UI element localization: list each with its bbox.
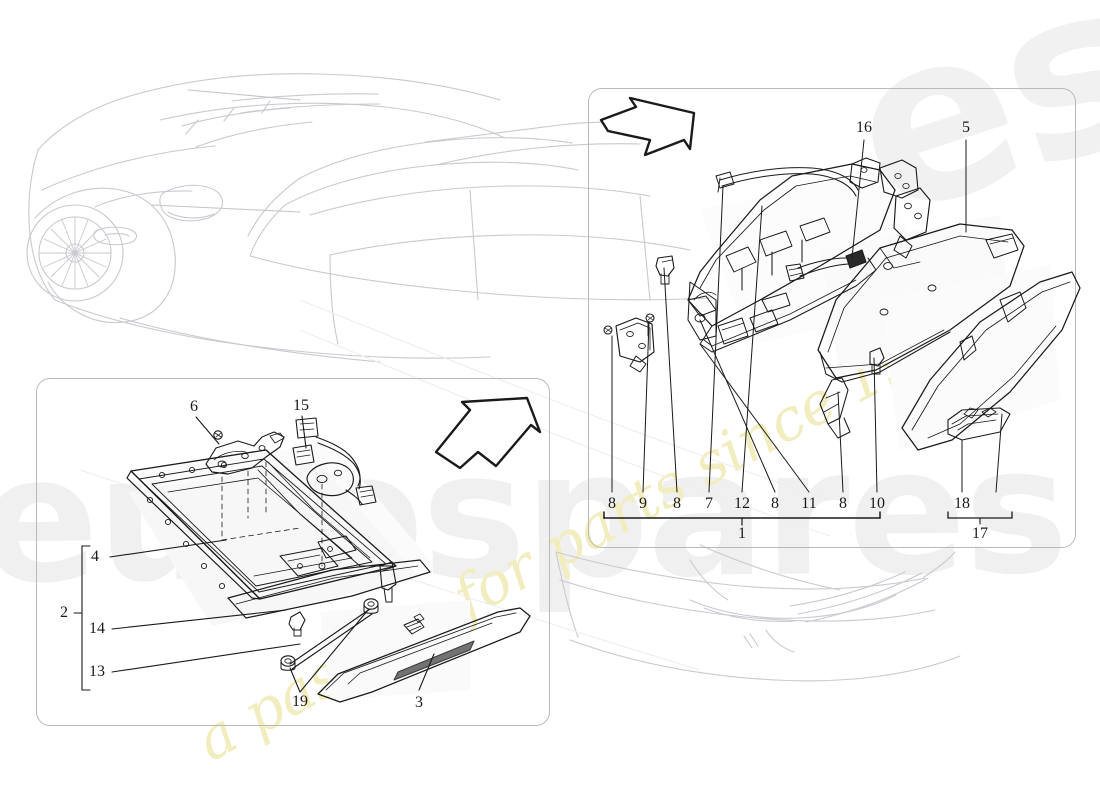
callout-8c: 8 <box>771 495 779 512</box>
callout-12: 12 <box>734 495 750 512</box>
callout-2-group: 2 <box>60 604 68 621</box>
group-label-17: 17 <box>972 525 988 542</box>
callout-8b: 8 <box>673 495 681 512</box>
callout-6: 6 <box>190 398 198 415</box>
callout-14: 14 <box>89 620 105 637</box>
callout-4: 4 <box>91 548 99 565</box>
callout-5: 5 <box>962 119 970 136</box>
group-label-1: 1 <box>738 525 746 542</box>
callout-15: 15 <box>293 397 309 414</box>
callout-9: 9 <box>639 495 647 512</box>
callout-3: 3 <box>415 694 423 711</box>
callout-16: 16 <box>856 119 872 136</box>
callout-18: 18 <box>954 495 970 512</box>
callout-13: 13 <box>89 663 105 680</box>
callout-7: 7 <box>705 495 713 512</box>
callout-10: 10 <box>869 495 885 512</box>
callout-11: 11 <box>801 495 817 512</box>
left-panel-box <box>36 378 550 726</box>
callout-19: 19 <box>292 693 308 710</box>
right-panel-box <box>588 88 1076 548</box>
callout-8a: 8 <box>608 495 616 512</box>
callout-8d: 8 <box>839 495 847 512</box>
